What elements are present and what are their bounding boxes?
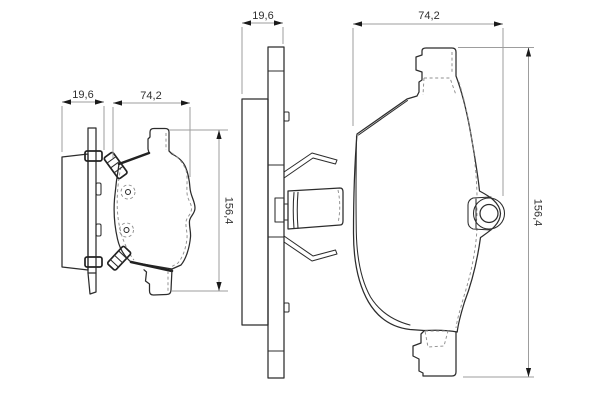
retainer-clip-top <box>103 151 128 180</box>
dimension-center-edge-thickness: 19,6 <box>241 10 284 94</box>
extension-lines <box>112 107 191 177</box>
wear-sensor-mount <box>467 196 506 231</box>
dimension-value: 74,2 <box>418 10 439 22</box>
extension-lines <box>61 106 105 152</box>
bottom-tab <box>143 268 173 296</box>
dimension-value: 156,4 <box>532 199 544 227</box>
plate-top-edge <box>117 151 151 166</box>
retainer-clip-bottom <box>106 245 132 271</box>
arrowhead-bottom <box>216 282 222 291</box>
pad-outline <box>113 127 196 270</box>
arrowhead-right <box>494 21 503 27</box>
backplate-strip-tip <box>87 272 97 295</box>
dimension-value: 74,2 <box>140 90 161 102</box>
dimension-left-face-width: 74,2 <box>112 90 191 177</box>
backplate-lug-top <box>283 111 290 122</box>
arrowhead-right <box>274 20 283 26</box>
arrowhead-top <box>216 130 222 139</box>
retainer-clip-top-edge <box>84 150 103 162</box>
dimension-value: 19,6 <box>72 89 93 101</box>
rivet-bump-lower <box>95 223 102 237</box>
sensor-outer-ring <box>472 197 506 230</box>
dimension-left-edge-thickness: 19,6 <box>61 89 105 152</box>
spring-arm-bottom <box>283 235 338 262</box>
backplate-joint-lines <box>267 70 285 352</box>
sensor-inner-hole <box>479 203 499 224</box>
dimension-right-face-width: 74,2 <box>352 10 504 196</box>
pad-outline <box>352 47 502 333</box>
view-pad-friction-face <box>103 127 196 296</box>
backplate-lug-bottom <box>283 302 290 313</box>
piston-cup <box>287 187 344 230</box>
rivet-lower-center <box>123 226 130 234</box>
backplate-column <box>267 46 285 379</box>
spring-arm-top <box>283 152 338 179</box>
dimension-value: 156,4 <box>223 197 235 225</box>
plate-bottom-edge <box>129 260 174 273</box>
sensor-bracket <box>467 196 492 231</box>
arrowhead-bottom <box>525 368 532 377</box>
extension-lines <box>352 28 504 196</box>
retainer-clip-bottom-ridges <box>109 250 128 268</box>
arrowhead-right <box>95 99 104 105</box>
bottom-tab <box>412 330 457 377</box>
rivet-upper-center <box>124 188 132 196</box>
extension-lines <box>458 47 534 378</box>
dimension-right-face-height: 156,4 <box>458 47 544 378</box>
dimension-value: 19,6 <box>252 10 273 22</box>
extension-lines <box>241 27 284 94</box>
chamfer-dashed-right <box>170 152 192 268</box>
rivet-bump-upper <box>95 182 102 196</box>
view-pad-edge-center <box>241 46 344 379</box>
retainer-clip-bottom-body <box>106 245 132 271</box>
chamfer-dashed-left <box>116 166 135 261</box>
dimension-left-face-height: 156,4 <box>169 129 235 292</box>
piston-cup-dashed-rim <box>337 189 341 224</box>
friction-dashed-under-top-tab <box>422 77 457 96</box>
rivet-upper-dashed-ring <box>120 184 136 200</box>
arrowhead-right <box>181 100 190 106</box>
arrowhead-top <box>525 47 532 57</box>
arrowhead-left <box>353 21 362 27</box>
arrowhead-left <box>242 20 251 26</box>
cup-mount-step <box>283 203 289 221</box>
rivet-lower-dashed-ring <box>119 222 134 238</box>
view-pad-backplate-face <box>352 47 506 377</box>
piston-cup-inner-curves <box>292 191 299 230</box>
retainer-clip-bottom-edge <box>84 256 103 268</box>
retainer-clip-top-ridges <box>106 156 124 174</box>
arrowhead-left <box>113 100 122 106</box>
retainer-clip-top-body <box>103 151 128 180</box>
plate-edge-inner-line <box>355 99 411 326</box>
arrowhead-left <box>62 99 71 105</box>
view-pad-edge-left <box>61 127 103 295</box>
